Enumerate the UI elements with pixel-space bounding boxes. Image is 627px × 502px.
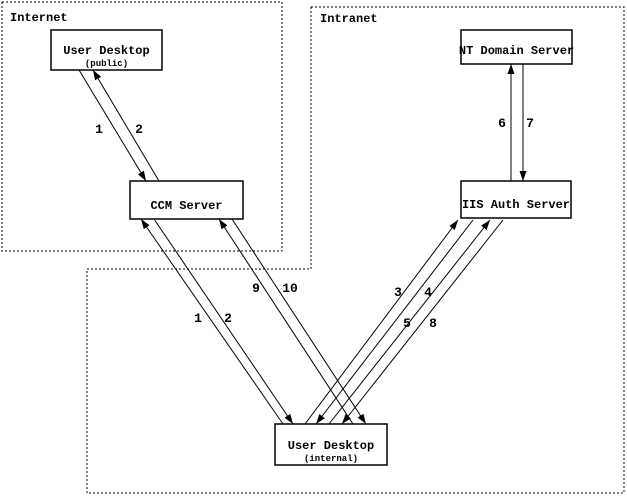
edge-5-internal-to-iis-label: 5 [403, 316, 411, 331]
edge-1-public-to-ccm-label: 1 [95, 122, 103, 137]
node-user-desktop-public-label: User Desktop [63, 44, 149, 58]
edge-6-iis-to-nt-label: 6 [498, 116, 506, 131]
node-user-desktop-internal-sublabel: (internal) [304, 454, 358, 464]
node-user-desktop-internal-label: User Desktop [288, 439, 374, 453]
edge-8-iis-to-internal-label: 8 [429, 316, 437, 331]
node-iis-auth-server [460, 180, 572, 219]
edge-4-iis-to-internal-label: 4 [424, 285, 432, 300]
edge-10-ccm-to-internal-label: 10 [282, 281, 298, 296]
edge-7-nt-to-iis-label: 7 [526, 116, 534, 131]
edge-2-ccm-to-internal [153, 218, 294, 425]
edge-9-internal-to-ccm [218, 218, 354, 425]
container-intranet-label: Intranet [320, 12, 378, 26]
node-user-desktop-public-sublabel: (public) [85, 59, 128, 69]
edge-10-ccm-to-internal [231, 218, 367, 425]
edge-9-internal-to-ccm-label: 9 [252, 281, 260, 296]
edge-8-iis-to-internal [341, 219, 504, 425]
container-internet-label: Internet [10, 11, 68, 25]
edge-1-public-to-ccm [78, 69, 147, 182]
node-nt-domain-server [460, 29, 573, 65]
container-internet-border [1, 1, 283, 252]
edge-2-ccm-to-public [92, 69, 160, 182]
node-iis-auth-server-label: IIS Auth Server [462, 198, 570, 212]
edge-1-internal-to-ccm [140, 218, 284, 425]
edge-4-iis-to-internal [315, 219, 474, 425]
edge-1-internal-to-ccm-label: 1 [194, 311, 202, 326]
node-nt-domain-server-label: NT Domain Server [459, 44, 574, 58]
node-ccm-server [129, 180, 244, 220]
edge-3-internal-to-iis-label: 3 [394, 285, 402, 300]
edge-5-internal-to-iis [328, 219, 491, 425]
node-ccm-server-label: CCM Server [150, 199, 222, 213]
edge-2-ccm-to-public-label: 2 [135, 122, 143, 137]
node-user-desktop-internal [274, 423, 388, 466]
edge-2-ccm-to-internal-label: 2 [224, 311, 232, 326]
container-intranet-border [86, 6, 625, 494]
node-user-desktop-public [50, 29, 163, 71]
edge-3-internal-to-iis [304, 219, 459, 425]
